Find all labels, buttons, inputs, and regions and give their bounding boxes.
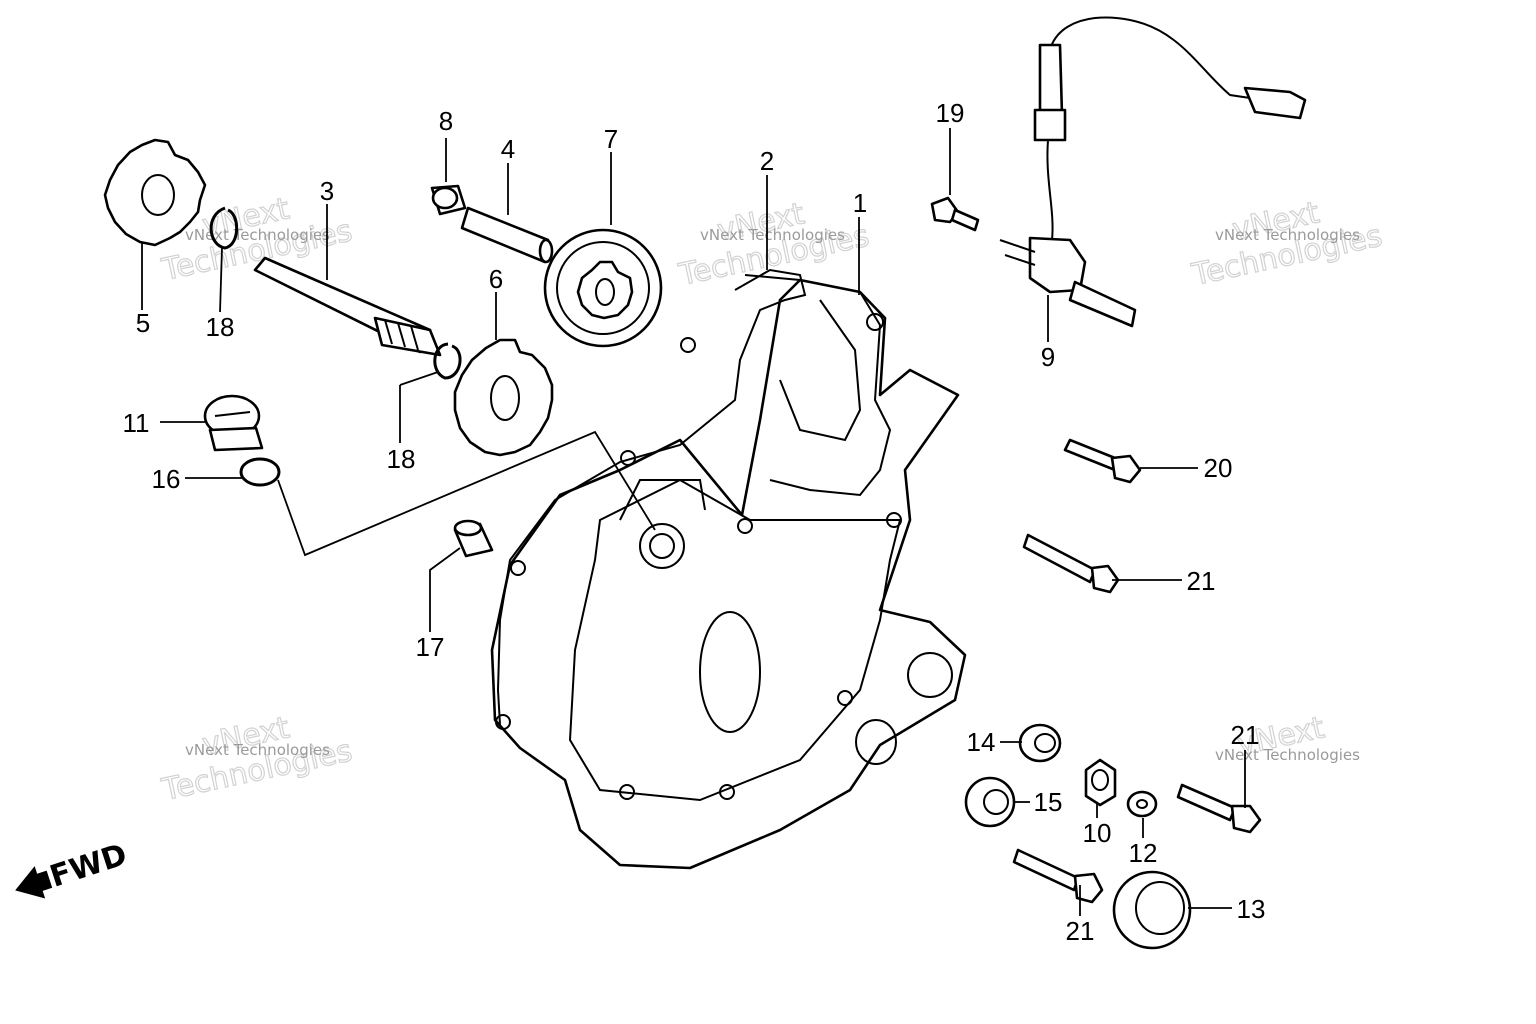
fwd-label: FWD: [46, 837, 131, 895]
callout-21-bottom: 21: [1066, 916, 1095, 946]
part-1-crankcase-cover: [490, 274, 967, 870]
part-11-plug: [203, 394, 264, 452]
watermark-right-top: Technologies vNext vNext Technologies: [1188, 195, 1386, 294]
callout-labels: 8 4 7 2 1 3 5 18 6 18 19 9 11 16 17 20 2…: [123, 98, 1266, 946]
callout-19: 19: [936, 98, 965, 128]
callout-11: 11: [123, 408, 150, 438]
part-13-seal: [1112, 870, 1192, 950]
fwd-direction-indicator: FWD: [15, 837, 131, 899]
watermark-center-top: Technologies vNext vNext Technologies: [675, 196, 873, 294]
callout-14: 14: [967, 727, 996, 757]
part-12-washer: [1126, 790, 1158, 818]
part-14-bearing: [1018, 723, 1062, 763]
callout-2: 2: [760, 146, 774, 176]
callout-8: 8: [439, 106, 453, 136]
callout-4: 4: [501, 134, 515, 164]
callout-10: 10: [1083, 818, 1112, 848]
watermark-left-bottom: Technologies vNext vNext Technologies: [158, 710, 356, 809]
part-21c-bolt: [1012, 848, 1104, 904]
callout-20: 20: [1204, 453, 1233, 483]
part-7-gear: [543, 228, 663, 348]
part-17-dowel: [453, 519, 494, 558]
part-18a-circlip: [209, 206, 239, 250]
leader-lines: [141, 128, 1246, 916]
callout-21-mid: 21: [1187, 566, 1216, 596]
svg-text:vNext Technologies: vNext Technologies: [1215, 226, 1360, 244]
part-6-gear: [453, 338, 554, 457]
svg-text:vNext Technologies: vNext Technologies: [1215, 746, 1360, 764]
part-16-o-ring: [239, 457, 281, 487]
part-9-switch: [999, 16, 1307, 328]
callout-9: 9: [1041, 342, 1055, 372]
callout-3: 3: [320, 176, 334, 206]
part-20-bolt: [1063, 438, 1142, 484]
callout-6: 6: [489, 264, 503, 294]
part-19-bolt: [930, 196, 980, 232]
part-5-gear: [103, 138, 207, 247]
part-21b-bolt: [1176, 783, 1262, 834]
callout-5: 5: [136, 308, 150, 338]
svg-text:vNext Technologies: vNext Technologies: [185, 741, 330, 759]
callout-21-right: 21: [1231, 720, 1260, 750]
fwd-arrow-icon: [15, 866, 53, 899]
callout-18-upper: 18: [206, 312, 235, 342]
callout-13: 13: [1237, 894, 1266, 924]
part-15-bearing: [964, 776, 1016, 828]
svg-text:vNext Technologies: vNext Technologies: [185, 226, 330, 244]
part-21a-bolt: [1022, 533, 1120, 594]
svg-text:vNext Technologies: vNext Technologies: [700, 226, 845, 244]
part-4-pin: [460, 206, 554, 264]
callout-15: 15: [1034, 787, 1063, 817]
callout-17: 17: [416, 632, 445, 662]
part-10-cap: [1084, 758, 1117, 807]
part-18b-circlip: [433, 342, 462, 380]
callout-12: 12: [1129, 838, 1158, 868]
part-8-collar: [430, 184, 467, 216]
callout-7: 7: [604, 124, 618, 154]
callout-16: 16: [152, 464, 181, 494]
part-2-gasket: [496, 268, 807, 726]
callout-1: 1: [853, 188, 867, 218]
watermark-right-bottom: vNext vNext Technologies: [1215, 710, 1360, 764]
callout-18-lower: 18: [387, 444, 416, 474]
part-3-shaft: [253, 256, 442, 357]
